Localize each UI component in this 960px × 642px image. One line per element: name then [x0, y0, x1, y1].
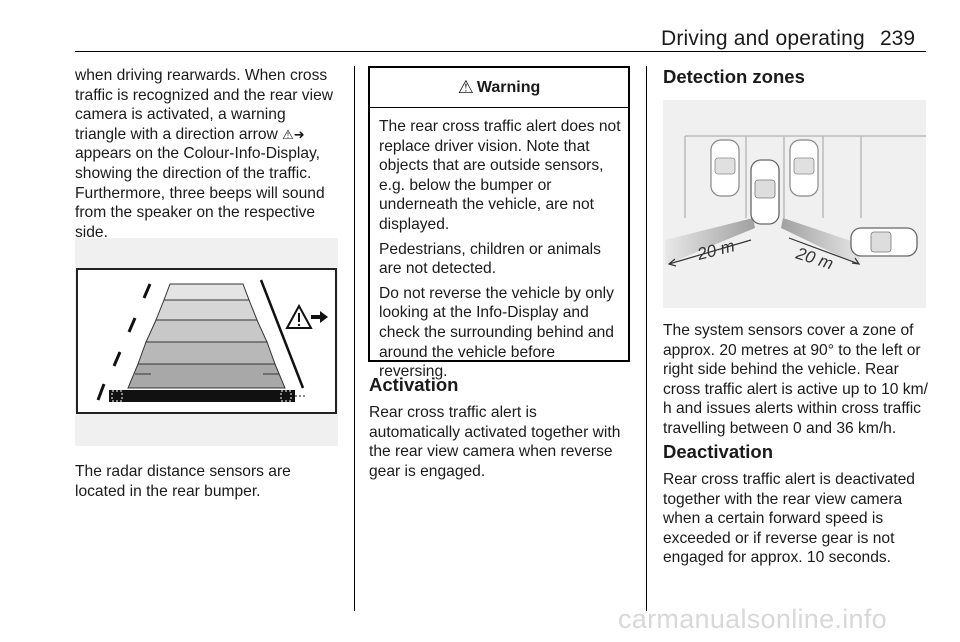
- activation-heading: Activation: [369, 374, 459, 395]
- watermark: carmanualsonline.info: [618, 604, 887, 634]
- detection-zones-image: 20 m 20 m: [663, 100, 926, 308]
- column-divider-left: [354, 66, 355, 611]
- warning-body: The rear cross traffic alert does not re…: [370, 108, 628, 382]
- intro-text: when driving rearwards. When cross traff…: [75, 67, 334, 143]
- intro-text-end: appears on the Colour-Info-Display, show…: [75, 145, 325, 241]
- detection-zones-heading: Detection zones: [663, 66, 805, 87]
- page-header-title: Driving and operating: [661, 27, 865, 50]
- rear-camera-display-image: [75, 238, 338, 446]
- header-rule: [75, 51, 926, 52]
- warning-paragraph-1: The rear cross traffic alert does not re…: [379, 118, 621, 233]
- warning-paragraph-3: Do not reverse the vehicle by only looki…: [379, 284, 614, 381]
- deactivation-paragraph: Rear cross traffic alert is deactivated …: [663, 471, 915, 567]
- intro-paragraph: when driving rearwards. When cross traff…: [75, 66, 345, 242]
- warning-box: ⚠ Warning The rear cross traffic alert d…: [368, 66, 630, 380]
- deactivation-heading: Deactivation: [663, 441, 774, 462]
- warning-triangle-icon: ⚠: [457, 77, 474, 97]
- detection-paragraph: The system sensors cover a zone of appro…: [663, 322, 928, 437]
- activation-paragraph: Rear cross traffic alert is automaticall…: [369, 404, 621, 480]
- page-number: 239: [880, 27, 916, 50]
- warning-arrow-icon: ⚠➜: [282, 126, 305, 142]
- sensor-location-paragraph: The radar distance sensors are located i…: [75, 463, 291, 500]
- column-divider-right: [646, 66, 647, 611]
- warning-header: ⚠ Warning: [370, 68, 628, 108]
- warning-paragraph-2: Pedestrians, children or animals are not…: [379, 240, 601, 278]
- warning-title: Warning: [476, 78, 541, 96]
